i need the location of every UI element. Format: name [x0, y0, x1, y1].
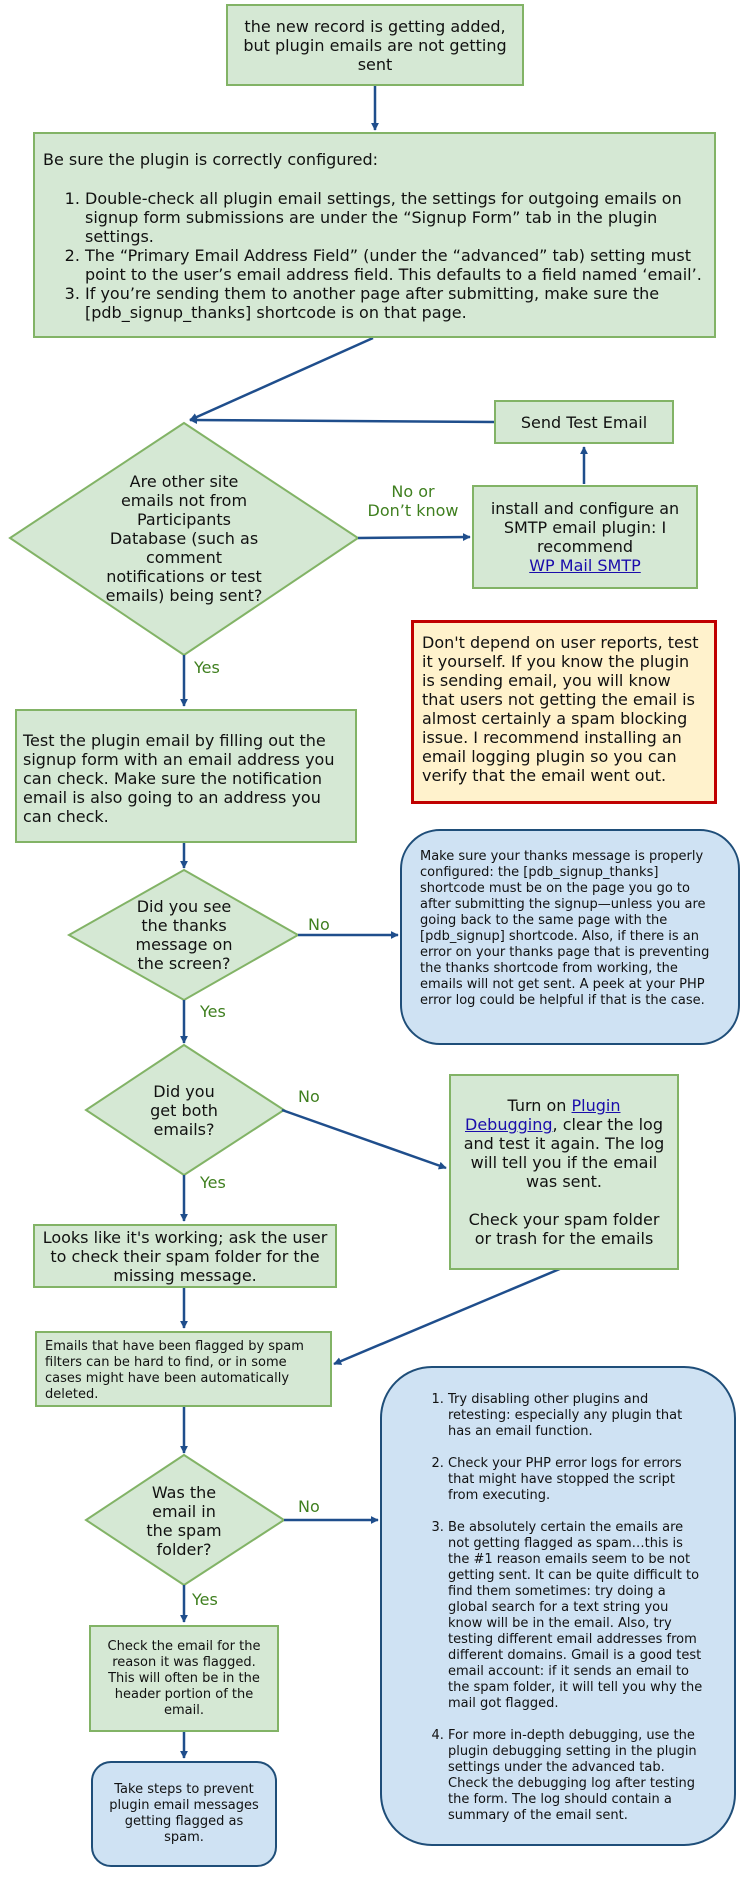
arrow-question-to-smtp: [357, 533, 471, 542]
decision-spam-folder-text: Was the email in the spam folder?: [146, 1483, 222, 1559]
decision-other-emails-text: Are other site emails not from Participa…: [105, 471, 263, 605]
prevent-spam-box: Take steps to prevent plugin email messa…: [91, 1761, 277, 1867]
troubleshooting-tips-box: Try disabling other plugins and retestin…: [380, 1366, 736, 1846]
check-reason-text: Check the email for the reason it was fl…: [107, 1638, 261, 1718]
arrow-test-email-to-question: [189, 416, 495, 425]
tip-item: For more in-depth debugging, use the plu…: [448, 1728, 706, 1824]
label-no-or-text: No or: [391, 482, 435, 501]
tip-item: Be absolutely certain the emails are not…: [448, 1520, 706, 1712]
smtp-plugin-text: install and configure an SMTP email plug…: [490, 499, 680, 556]
working-text: Looks like it's working; ask the user to…: [42, 1227, 328, 1285]
plugin-debugging-box: Turn on Plugin Debugging, clear the log …: [449, 1074, 679, 1270]
plugin-debugging-text: Turn on Plugin Debugging, clear the log …: [463, 1096, 665, 1191]
thanks-message-info-text: Make sure your thanks message is properl…: [420, 849, 710, 1008]
start-box: the new record is getting added, but plu…: [226, 4, 524, 86]
config-item: Double-check all plugin email settings, …: [85, 189, 704, 246]
config-intro: Be sure the plugin is correctly configur…: [43, 150, 379, 169]
send-test-email-box: Send Test Email: [494, 400, 674, 444]
label-no-thanks: No: [308, 915, 330, 934]
wp-mail-smtp-link[interactable]: WP Mail SMTP: [529, 556, 641, 575]
flagged-emails-box: Emails that have been flagged by spam fi…: [35, 1331, 332, 1407]
flagged-emails-text: Emails that have been flagged by spam fi…: [45, 1339, 304, 1402]
arrow-config-to-question: [189, 336, 374, 422]
plugin-debugging-link[interactable]: Plugin Debugging: [465, 1096, 621, 1134]
arrow-both-to-debug: [281, 1108, 447, 1170]
config-box: Be sure the plugin is correctly configur…: [33, 132, 716, 338]
start-text: the new record is getting added, but plu…: [243, 16, 507, 74]
tip-item: Check your PHP error logs for errors tha…: [448, 1456, 706, 1504]
label-yes-thanks: Yes: [200, 1002, 226, 1021]
warning-note-box: Don't depend on user reports, test it yo…: [411, 620, 717, 804]
smtp-plugin-box: install and configure an SMTP email plug…: [472, 485, 698, 589]
test-plugin-email-text: Test the plugin email by filling out the…: [23, 731, 335, 826]
decision-thanks-text: Did you see the thanks message on the sc…: [135, 897, 233, 973]
send-test-email-text: Send Test Email: [520, 412, 648, 432]
label-no-both: No: [298, 1087, 320, 1106]
thanks-message-info-box: Make sure your thanks message is properl…: [400, 829, 740, 1045]
label-dont-know-text: Don’t know: [367, 501, 459, 520]
check-reason-box: Check the email for the reason it was fl…: [89, 1625, 279, 1732]
config-item: The “Primary Email Address Field” (under…: [85, 246, 704, 284]
label-no-spam: No: [298, 1497, 320, 1516]
prevent-spam-text: Take steps to prevent plugin email messa…: [109, 1782, 259, 1845]
label-yes-both: Yes: [200, 1173, 226, 1192]
check-spam-folder-text: Check your spam folder or trash for the …: [468, 1210, 660, 1248]
config-list: Double-check all plugin email settings, …: [43, 189, 704, 322]
config-item: If you’re sending them to another page a…: [85, 284, 704, 322]
troubleshooting-tips-list: Try disabling other plugins and retestin…: [398, 1392, 706, 1824]
label-no-or-dont-know: No or Don’t know: [358, 482, 468, 520]
test-plugin-email-box: Test the plugin email by filling out the…: [15, 709, 357, 843]
warning-note-text: Don't depend on user reports, test it yo…: [422, 633, 699, 785]
tip-item: Try disabling other plugins and retestin…: [448, 1392, 706, 1440]
working-box: Looks like it's working; ask the user to…: [33, 1224, 337, 1288]
arrow-debug-to-flagged: [333, 1266, 563, 1366]
decision-both-emails-text: Did you get both emails?: [150, 1081, 218, 1139]
turn-on-text: Turn on: [507, 1096, 567, 1115]
label-yes-other-emails: Yes: [194, 658, 220, 677]
debug-instructions-text: , clear the log and test it again. The l…: [463, 1115, 665, 1191]
label-yes-spam: Yes: [192, 1590, 218, 1609]
